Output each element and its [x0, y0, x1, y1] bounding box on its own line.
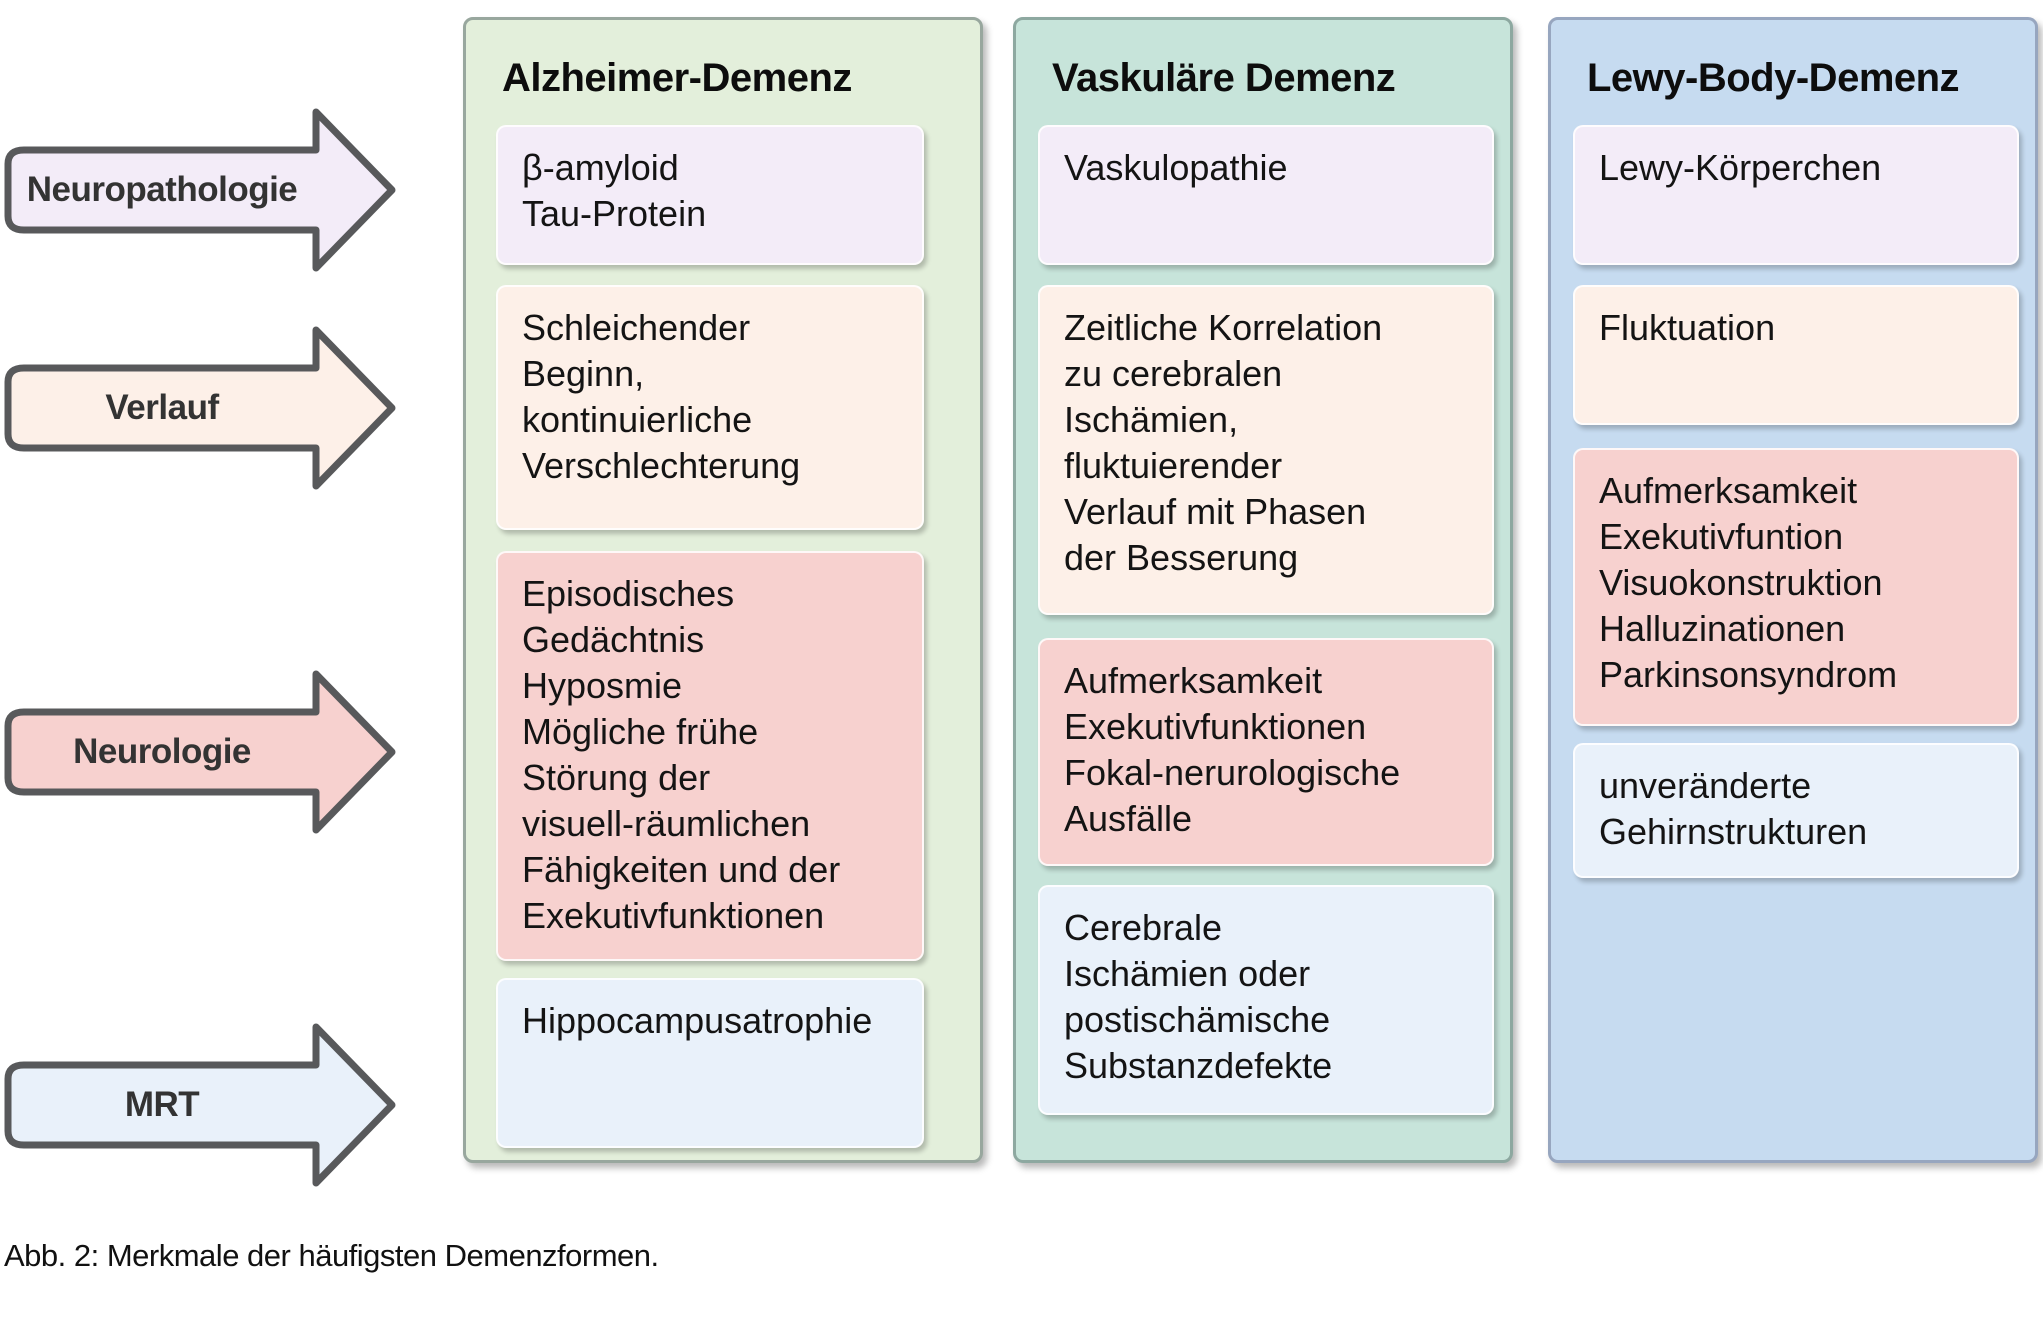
box-lewy-mrt: unveränderte Gehirnstrukturen — [1573, 743, 2019, 878]
right-arrow-icon — [4, 670, 396, 834]
box-alzheimer-neuropathologie: β-amyloid Tau-Protein — [496, 125, 924, 265]
arrow-shape — [4, 1023, 396, 1187]
box-alzheimer-neurologie: Episodisches Gedächtnis Hyposmie Möglich… — [496, 551, 924, 961]
box-vaskulaere-verlauf: Zeitliche Korrelation zu cerebralen Isch… — [1038, 285, 1494, 615]
column-title-vaskulaere: Vaskuläre Demenz — [1052, 56, 1396, 100]
column-vaskulaere-demenz: Vaskuläre Demenz Vaskulopathie Zeitliche… — [1013, 17, 1513, 1163]
box-lewy-verlauf: Fluktuation — [1573, 285, 2019, 425]
arrow-verlauf: Verlauf — [0, 326, 400, 490]
column-title-alzheimer: Alzheimer-Demenz — [502, 56, 852, 100]
arrow-mrt: MRT — [0, 1023, 400, 1187]
box-vaskulaere-neuropathologie: Vaskulopathie — [1038, 125, 1494, 265]
arrow-neuropathologie: Neuropathologie — [0, 108, 400, 272]
arrow-label-neuropathologie: Neuropathologie — [26, 170, 298, 209]
arrow-label-verlauf: Verlauf — [105, 388, 219, 427]
arrow-shape — [4, 108, 396, 272]
column-title-lewy-body: Lewy-Body-Demenz — [1587, 56, 1960, 100]
arrow-shape — [4, 326, 396, 490]
column-alzheimer-demenz: Alzheimer-Demenz β-amyloid Tau-Protein S… — [463, 17, 983, 1163]
box-alzheimer-mrt: Hippocampusatrophie — [496, 978, 924, 1148]
box-vaskulaere-mrt: Cerebrale Ischämien oder postischämische… — [1038, 885, 1494, 1115]
right-arrow-icon — [4, 1023, 396, 1187]
column-lewy-body-demenz: Lewy-Body-Demenz Lewy-Körperchen Fluktua… — [1548, 17, 2038, 1163]
right-arrow-icon — [4, 108, 396, 272]
box-vaskulaere-neurologie: Aufmerksamkeit Exekutivfunktionen Fokal-… — [1038, 638, 1494, 866]
arrow-label-neurologie: Neurologie — [73, 732, 251, 771]
box-lewy-neurologie: Aufmerksamkeit Exekutivfuntion Visuokons… — [1573, 448, 2019, 726]
arrow-label-mrt: MRT — [124, 1085, 200, 1124]
box-lewy-neuropathologie: Lewy-Körperchen — [1573, 125, 2019, 265]
right-arrow-icon — [4, 326, 396, 490]
arrow-neurologie: Neurologie — [0, 670, 400, 834]
figure-caption: Abb. 2: Merkmale der häufigsten Demenzfo… — [4, 1238, 659, 1273]
box-alzheimer-verlauf: Schleichender Beginn, kontinuierliche Ve… — [496, 285, 924, 530]
arrow-shape — [4, 670, 396, 834]
